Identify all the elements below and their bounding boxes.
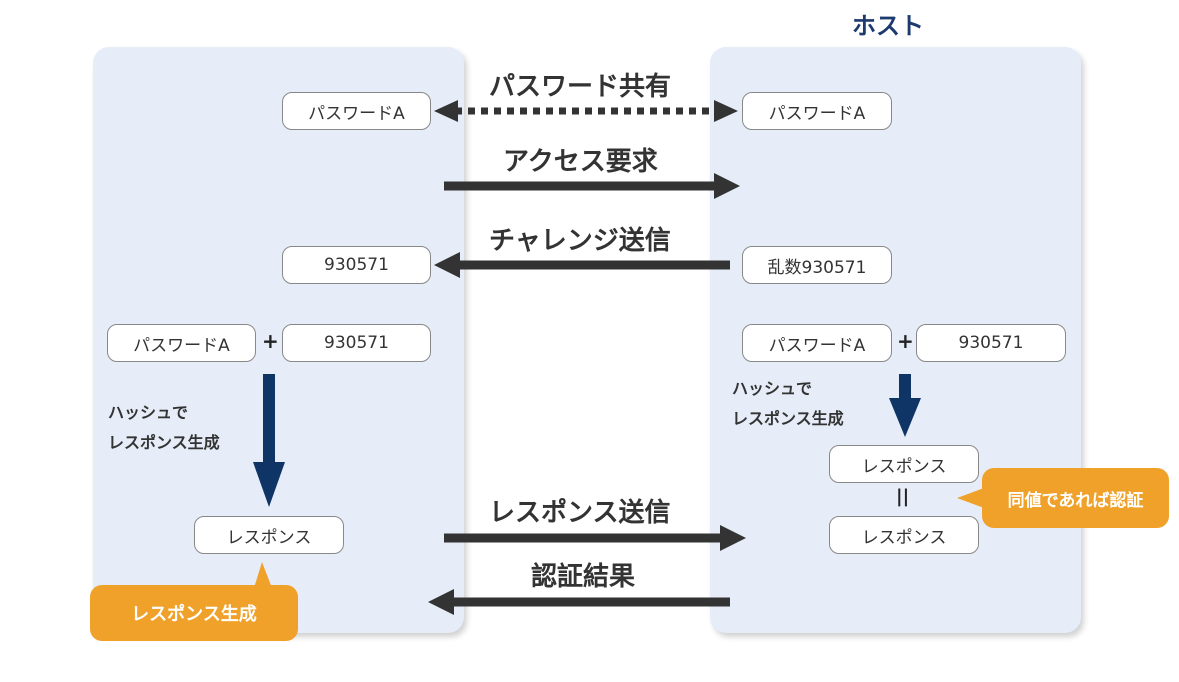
access-request-label: アクセス要求 — [503, 147, 658, 177]
client-callout: レスポンス生成 — [90, 585, 298, 641]
host-hash-arrow — [889, 374, 921, 437]
client-hash-note-line2: レスポンス生成 — [108, 433, 220, 452]
client-hash-note-line1: ハッシュで — [108, 403, 189, 422]
host-random-box: 乱数930571 — [742, 246, 892, 284]
challenge-send-label: チャレンジ送信 — [489, 226, 671, 256]
challenge-send-arrow — [434, 252, 730, 278]
auth-result-label: 認証結果 — [531, 562, 636, 592]
host-hash-note-line2: レスポンス生成 — [732, 409, 844, 428]
client-response-box: レスポンス — [194, 516, 344, 554]
host-combine-challenge-box: 930571 — [916, 324, 1066, 362]
host-callout-tail — [957, 488, 984, 508]
client-password-box: パスワードA — [282, 92, 431, 130]
access-request-arrow — [444, 173, 740, 199]
host-hash-note-line1: ハッシュで — [732, 379, 813, 398]
host-combine-password-box: パスワードA — [742, 324, 892, 362]
response-send-label: レスポンス送信 — [489, 498, 671, 528]
password-share-label: パスワード共有 — [489, 72, 672, 102]
client-callout-tail — [254, 562, 272, 588]
password-share-arrow — [434, 100, 738, 122]
host-response-received-box: レスポンス — [829, 516, 979, 554]
auth-result-arrow — [428, 589, 730, 615]
host-equals-sign: || — [896, 486, 910, 507]
client-challenge-box: 930571 — [282, 246, 431, 284]
response-send-arrow — [444, 525, 746, 551]
host-plus-sign: + — [897, 329, 914, 353]
client-hash-arrow — [253, 374, 285, 507]
host-title: ホスト — [852, 12, 924, 40]
host-response-computed-box: レスポンス — [829, 445, 979, 483]
host-password-box: パスワードA — [742, 92, 892, 130]
client-combine-password-box: パスワードA — [107, 324, 256, 362]
host-callout: 同値であれば認証 — [982, 468, 1169, 528]
client-combine-challenge-box: 930571 — [282, 324, 431, 362]
client-plus-sign: + — [262, 329, 279, 353]
